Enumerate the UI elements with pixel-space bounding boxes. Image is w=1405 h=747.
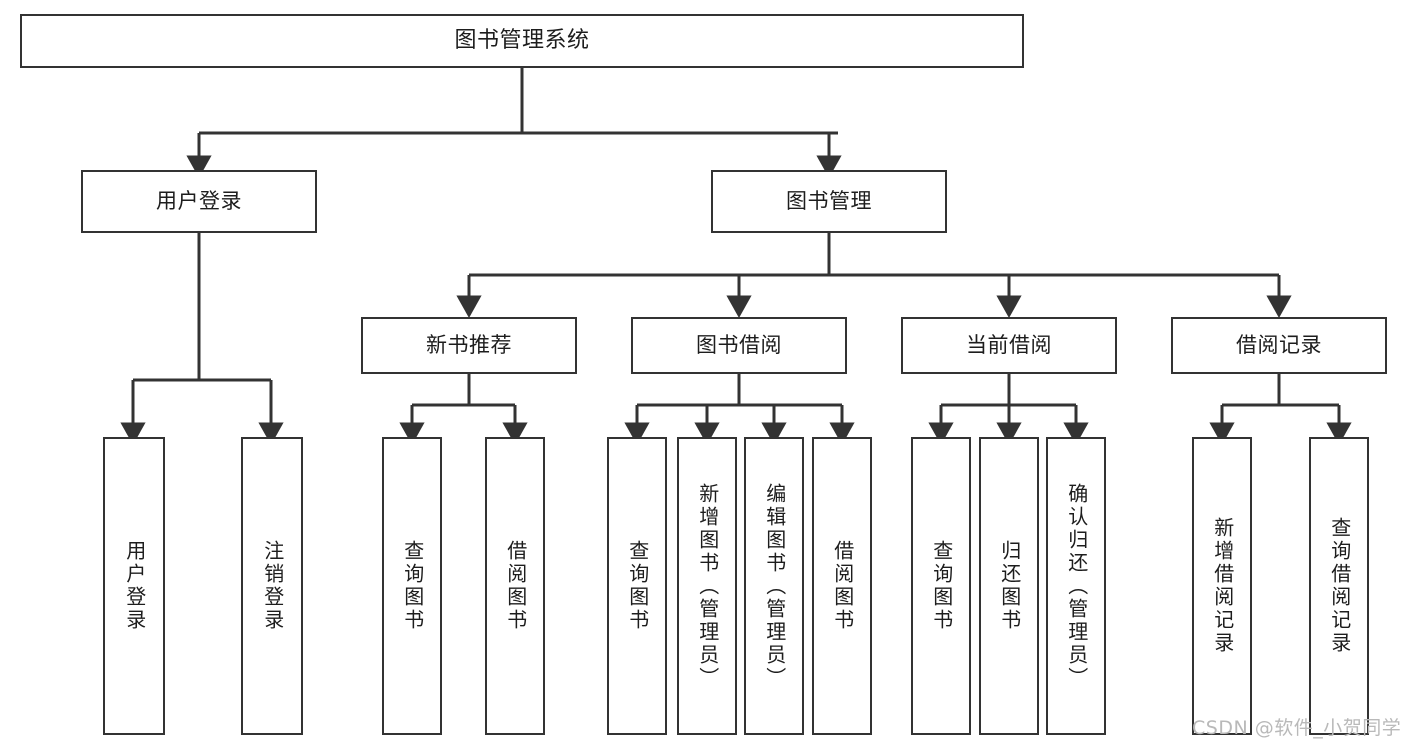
- node-book-borrow[interactable]: 图书借阅: [631, 317, 847, 374]
- node-label: 查询图书: [625, 540, 650, 632]
- node-new-book-recommend[interactable]: 新书推荐: [361, 317, 577, 374]
- node-label: 新增借阅记录: [1210, 517, 1235, 655]
- node-leaf-query-book-recommend[interactable]: 查询图书: [382, 437, 442, 735]
- node-label: 用户登录: [156, 189, 242, 214]
- node-label: 图书借阅: [696, 333, 782, 358]
- node-leaf-add-borrow-record[interactable]: 新增借阅记录: [1192, 437, 1252, 735]
- node-leaf-return-book[interactable]: 归还图书: [979, 437, 1039, 735]
- node-label: 查询图书: [400, 540, 425, 632]
- node-current-borrow[interactable]: 当前借阅: [901, 317, 1117, 374]
- node-label: 图书管理: [786, 189, 872, 214]
- node-leaf-query-borrow-record[interactable]: 查询借阅记录: [1309, 437, 1369, 735]
- node-label: 查询借阅记录: [1327, 517, 1352, 655]
- node-root-book-management-system[interactable]: 图书管理系统: [20, 14, 1024, 68]
- node-leaf-user-login[interactable]: 用户登录: [103, 437, 165, 735]
- node-leaf-edit-book[interactable]: 编辑图书（管理员）: [744, 437, 804, 735]
- node-label: 查询图书: [929, 540, 954, 632]
- node-label: 图书管理系统: [454, 28, 590, 54]
- node-label: 借阅图书: [830, 540, 855, 632]
- node-label: 用户登录: [122, 540, 147, 632]
- node-leaf-query-book-current[interactable]: 查询图书: [911, 437, 971, 735]
- node-leaf-add-book[interactable]: 新增图书（管理员）: [677, 437, 737, 735]
- node-leaf-borrow-book[interactable]: 借阅图书: [812, 437, 872, 735]
- node-label: 归还图书: [997, 540, 1022, 632]
- node-label: 借阅记录: [1236, 333, 1322, 358]
- node-label: 编辑图书（管理员）: [762, 482, 787, 690]
- node-leaf-query-book-borrow[interactable]: 查询图书: [607, 437, 667, 735]
- csdn-watermark: CSDN @软件_小贺同学: [1192, 717, 1402, 739]
- node-leaf-confirm-return[interactable]: 确认归还（管理员）: [1046, 437, 1106, 735]
- node-leaf-borrow-book-recommend[interactable]: 借阅图书: [485, 437, 545, 735]
- node-label: 当前借阅: [966, 333, 1052, 358]
- node-borrow-record[interactable]: 借阅记录: [1171, 317, 1387, 374]
- node-label: 确认归还（管理员）: [1064, 482, 1089, 690]
- node-leaf-logout[interactable]: 注销登录: [241, 437, 303, 735]
- node-label: 注销登录: [260, 540, 285, 632]
- node-book-management[interactable]: 图书管理: [711, 170, 947, 233]
- node-label: 新增图书（管理员）: [695, 482, 720, 690]
- node-label: 借阅图书: [503, 540, 528, 632]
- node-label: 新书推荐: [426, 333, 512, 358]
- node-user-login[interactable]: 用户登录: [81, 170, 317, 233]
